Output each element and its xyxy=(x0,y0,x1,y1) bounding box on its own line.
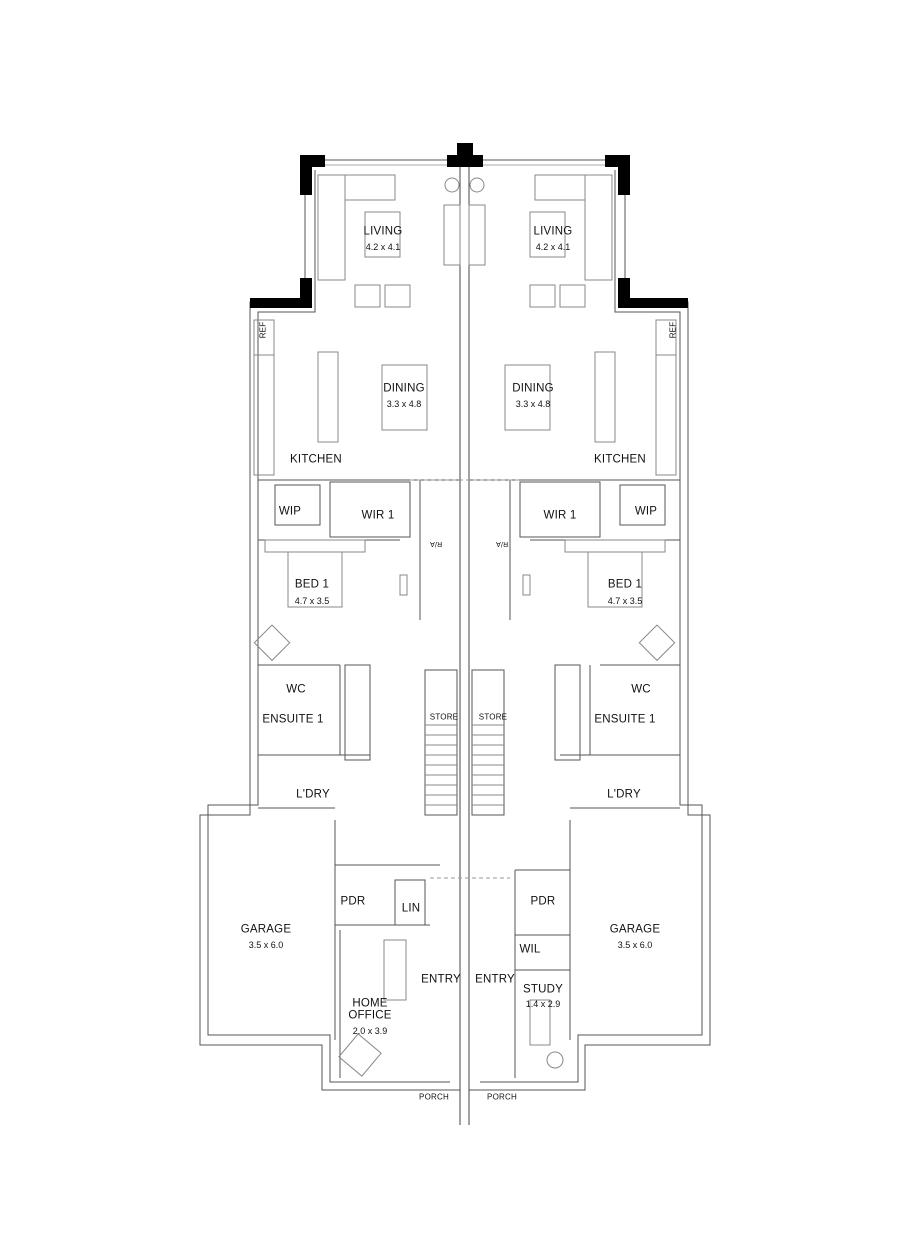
room-label-garage-right: GARAGE xyxy=(609,923,661,936)
room-label-wir-right: WIR 1 xyxy=(543,509,577,522)
room-label-home-office-line2: OFFICE xyxy=(348,1009,392,1022)
room-dims-dining-left: 3.3 x 4.8 xyxy=(386,399,422,409)
room-label-entry-left: ENTRY xyxy=(421,973,461,986)
room-label-study-right: STUDY xyxy=(523,983,563,996)
room-label-lin-left: LIN xyxy=(401,902,421,915)
room-dims-living-left: 4.2 x 4.1 xyxy=(365,242,401,252)
room-dims-garage-left: 3.5 x 6.0 xyxy=(248,940,284,950)
room-label-entry-right: ENTRY xyxy=(475,973,515,986)
room-label-wc-left: WC xyxy=(286,683,306,696)
room-dims-bed1-left: 4.7 x 3.5 xyxy=(294,596,330,606)
fridge-label-right: REF xyxy=(668,321,678,339)
room-label-laundry-right: L'DRY xyxy=(607,788,641,801)
room-label-dining-right: DINING xyxy=(512,382,554,395)
room-label-ensuite-left: ENSUITE 1 xyxy=(262,713,324,726)
room-label-wip-left: WIP xyxy=(278,505,302,518)
room-dims-dining-right: 3.3 x 4.8 xyxy=(515,399,551,409)
room-label-wip-right: WIP xyxy=(634,505,658,518)
room-label-garage-left: GARAGE xyxy=(240,923,292,936)
fridge-label-left: REF xyxy=(258,321,268,339)
room-label-wc-right: WC xyxy=(631,683,651,696)
room-label-kitchen-right: KITCHEN xyxy=(594,453,646,466)
room-dims-home-office: 2.0 x 3.9 xyxy=(352,1026,388,1036)
room-dims-bed1-right: 4.7 x 3.5 xyxy=(607,596,643,606)
room-label-porch-right: PORCH xyxy=(487,1092,517,1102)
room-dims-study-right: 1.4 x 2.9 xyxy=(525,999,561,1009)
room-label-store-left: STORE xyxy=(429,712,459,722)
room-label-home-office-line1: HOME xyxy=(352,997,388,1010)
room-label-bed1-right: BED 1 xyxy=(607,578,643,591)
room-dims-living-right: 4.2 x 4.1 xyxy=(535,242,571,252)
room-label-pdr-right: PDR xyxy=(530,895,556,908)
ria-label-right: R/A xyxy=(495,540,509,548)
room-label-living-right: LIVING xyxy=(533,225,573,238)
room-label-ensuite-right: ENSUITE 1 xyxy=(594,713,656,726)
room-dims-garage-right: 3.5 x 6.0 xyxy=(617,940,653,950)
room-label-dining-left: DINING xyxy=(383,382,425,395)
room-label-pdr-left: PDR xyxy=(340,895,366,908)
room-label-store-right: STORE xyxy=(478,712,508,722)
room-label-living-left: LIVING xyxy=(363,225,403,238)
room-label-bed1-left: BED 1 xyxy=(294,578,330,591)
room-label-kitchen-left: KITCHEN xyxy=(290,453,342,466)
room-label-wir-left: WIR 1 xyxy=(361,509,395,522)
room-label-porch-left: PORCH xyxy=(419,1092,449,1102)
room-label-wil-right: WIL xyxy=(519,943,541,956)
room-label-laundry-left: L'DRY xyxy=(296,788,330,801)
ria-label-left: R/A xyxy=(429,540,443,548)
